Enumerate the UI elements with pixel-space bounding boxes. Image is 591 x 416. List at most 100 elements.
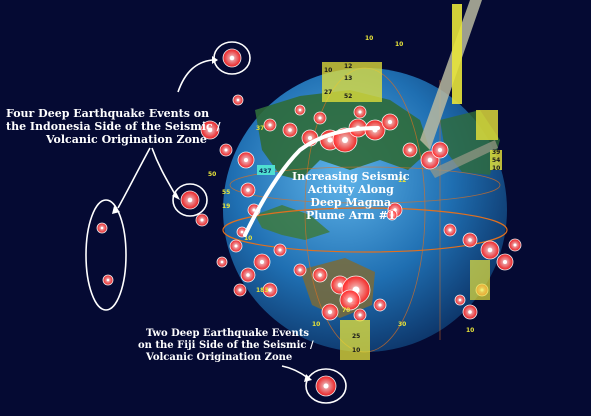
callout-ellipse-indonesia-left [85,199,127,311]
depth-tag-cluster-top [322,62,382,102]
earthquake-marker-core [238,288,242,292]
earthquake-marker-core [246,188,250,192]
depth-tag: 12 [344,63,352,70]
callout-arrow-top [177,59,213,93]
earthquake-marker-core [308,136,312,140]
depth-tag: 10 [466,327,474,334]
earthquake-marker-core [378,303,382,307]
depth-tag: 54 [492,157,500,164]
callout-ellipse-indonesia-mid [172,183,208,217]
earthquake-marker-core [246,273,250,277]
depth-tag-highlight-bg [257,165,275,175]
depth-tag: 52 [344,93,352,100]
earthquake-marker-core [327,137,333,143]
depth-tag: 27 [324,89,332,96]
depth-tag: 12 [398,177,406,184]
depth-tag-column-right [476,110,498,140]
depth-tag: 10 [244,235,252,242]
depth-tag: 70 [342,307,350,314]
annotation-line: Two Deep Earthquake Events [146,328,310,339]
depth-tag: 10 [492,165,500,172]
earthquake-marker-core [358,313,362,317]
annotation-line: the Indonesia Side of the Seismic / [6,120,221,133]
annotation-line: Increasing Seismic [292,170,410,183]
earthquake-marker-core [427,157,433,163]
depth-tag: 10 [395,41,403,48]
earthquake-marker-core [298,108,302,112]
depth-columns [322,0,502,360]
arrowhead-left [112,206,120,214]
earthquake-marker-core [337,282,343,288]
earthquake-marker-core [298,268,302,272]
earthquake-marker-core [408,148,412,152]
annotation-indonesia: Four Deep Earthquake Events on the Indon… [6,107,221,146]
earthquake-marker-core [234,244,238,248]
landmass-indonesia [255,205,330,240]
earthquake-marker-core [236,98,240,102]
depth-column-secondary [430,140,498,178]
depth-tag: 10 [352,347,360,354]
depth-tag-labels: 437 10 12 13 27 52 10 10 12 39 54 10 70 … [208,35,500,354]
annotation-fiji: Two Deep Earthquake Events on the Fiji S… [138,328,314,364]
callout-arrow-left [117,147,151,209]
earthquake-marker-core [244,158,248,162]
depth-tag-cluster-right [490,150,502,170]
earthquake-marker-core [187,197,193,203]
callout-arrowheads [112,56,312,382]
depth-tag-column-top [452,4,462,104]
earthquake-marker-core [468,238,472,242]
earthquake-marker-core [468,310,472,314]
earthquake-marker-core [220,260,224,264]
annotation-line: Volcanic Origination Zone [146,352,293,363]
depth-tag: 183 [256,287,269,294]
earthquake-marker-core [438,148,442,152]
callout-arrow-mid [151,147,177,197]
depth-tag: 19 [222,203,230,210]
earthquake-marker-core [240,230,244,234]
depth-tag: 30 [398,321,406,328]
earthquake-marker-core [278,248,282,252]
callout-ellipse-fiji [305,368,347,404]
arrowhead-top [212,56,218,64]
earthquake-marker-core [318,273,322,277]
callout-arrow-fiji [281,365,309,379]
annotation-line: Deep Magma [310,196,392,209]
annotation-line: Plume Arm #1 [305,209,396,222]
earthquake-marker-core [268,123,272,127]
depth-tag: 25 [352,333,360,340]
earthquake-marker-core [252,208,256,212]
earthquake-marker-core [106,278,110,282]
earthquake-marker-core [487,247,493,253]
earthquake-marker-core [268,288,272,292]
annotation-line: Volcanic Origination Zone [46,133,207,146]
earthquake-marker-core [513,243,517,247]
earthquake-marker-core [388,120,392,124]
earthquake-marker-core [347,297,353,303]
earthquake-marker-core [207,127,213,133]
annotation-line: Activity Along [307,183,394,196]
earthquake-marker-core [390,213,394,217]
earthquake-marker-core [229,55,235,61]
arrowhead-fiji [304,374,312,382]
earthquake-marker-core [100,226,104,230]
depth-tag: 13 [344,75,352,82]
arrowhead-mid [172,192,180,200]
depth-tag: 39 [492,149,500,156]
depth-tag: 10 [312,321,320,328]
depth-tag: 10 [324,67,332,74]
globe-equator [222,207,508,253]
earthquake-marker-core [288,128,292,132]
depth-tag-cluster-fiji [340,320,370,360]
earthquake-marker-core [448,228,452,232]
earthquake-marker-core [328,310,332,314]
depth-tag: 55 [222,189,230,196]
earthquake-marker-core [323,383,329,389]
earthquake-marker-core [318,116,322,120]
earthquake-marker-core [224,148,228,152]
annotation-line: on the Fiji Side of the Seismic / [138,340,314,351]
earthquake-marker-core [358,110,362,114]
earthquake-marker-core [503,260,507,264]
magma-plume-arm [243,126,380,237]
earthquake-marker-core [200,218,204,222]
